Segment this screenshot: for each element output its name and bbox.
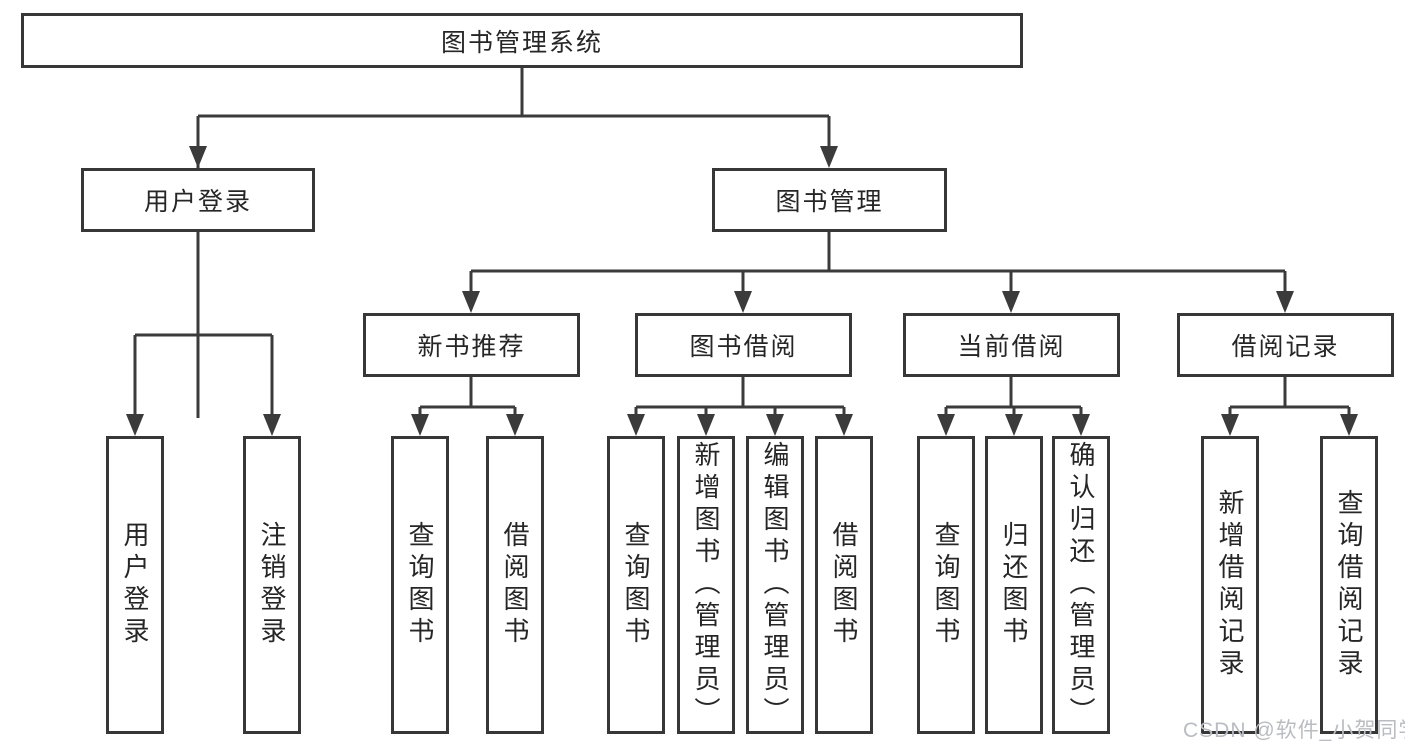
arrow-down-icon	[937, 414, 955, 436]
connector-bookmgmt-to-level3	[469, 232, 1287, 295]
leaf-borrow-edit-admin: 编辑图书（管理员）	[746, 436, 804, 734]
leaf-newbooks-query: 查询图书	[391, 436, 449, 734]
leaf-borrow-add-admin: 新增图书（管理员）	[677, 436, 735, 734]
leaf-user-login: 用户登录	[106, 436, 164, 734]
connector-root-to-level2	[196, 68, 831, 418]
csdn-watermark: CSDN @软件_小贺同学	[1183, 719, 1405, 742]
arrow-down-icon	[506, 414, 524, 436]
connector-userlogin-to-leaves	[133, 232, 274, 418]
arrow-down-icon	[189, 146, 207, 168]
leaf-current-return: 归还图书	[985, 436, 1043, 734]
arrow-down-icon	[1002, 291, 1020, 313]
node-current-borrow: 当前借阅	[903, 313, 1120, 377]
node-borrow-records: 借阅记录	[1177, 313, 1394, 377]
arrow-down-icon	[1221, 414, 1239, 436]
node-new-book-recommend: 新书推荐	[363, 313, 580, 377]
node-root-library-system: 图书管理系统	[21, 13, 1023, 68]
node-book-borrow: 图书借阅	[635, 313, 852, 377]
arrow-down-icon	[126, 414, 144, 436]
leaf-current-query: 查询图书	[917, 436, 975, 734]
arrow-down-icon	[1005, 414, 1023, 436]
arrow-down-icon	[411, 414, 429, 436]
node-user-login: 用户登录	[81, 168, 315, 232]
node-book-management: 图书管理	[712, 168, 947, 232]
arrow-down-icon	[697, 414, 715, 436]
arrow-down-icon	[835, 414, 853, 436]
connector-currentborrow-to-leaves	[944, 377, 1083, 418]
arrowhead-icons	[126, 146, 1358, 436]
connector-newbooks-to-leaves	[418, 377, 517, 418]
connector-bookborrow-to-leaves	[634, 377, 846, 418]
leaf-newbooks-borrow: 借阅图书	[486, 436, 544, 734]
arrow-down-icon	[627, 414, 645, 436]
arrow-down-icon	[766, 414, 784, 436]
arrow-down-icon	[1276, 291, 1294, 313]
leaf-records-add: 新增借阅记录	[1201, 436, 1259, 734]
arrow-down-icon	[820, 146, 838, 168]
connector-records-to-leaves	[1228, 377, 1351, 418]
leaf-borrow-borrow: 借阅图书	[815, 436, 873, 734]
arrow-down-icon	[263, 414, 281, 436]
leaf-borrow-query: 查询图书	[607, 436, 665, 734]
arrow-down-icon	[734, 291, 752, 313]
arrow-down-icon	[1072, 414, 1090, 436]
arrow-down-icon	[1340, 414, 1358, 436]
leaf-current-confirm-admin: 确认归还（管理员）	[1052, 436, 1110, 734]
leaf-records-query: 查询借阅记录	[1320, 436, 1378, 734]
arrow-down-icon	[462, 291, 480, 313]
leaf-user-logout: 注销登录	[243, 436, 301, 734]
